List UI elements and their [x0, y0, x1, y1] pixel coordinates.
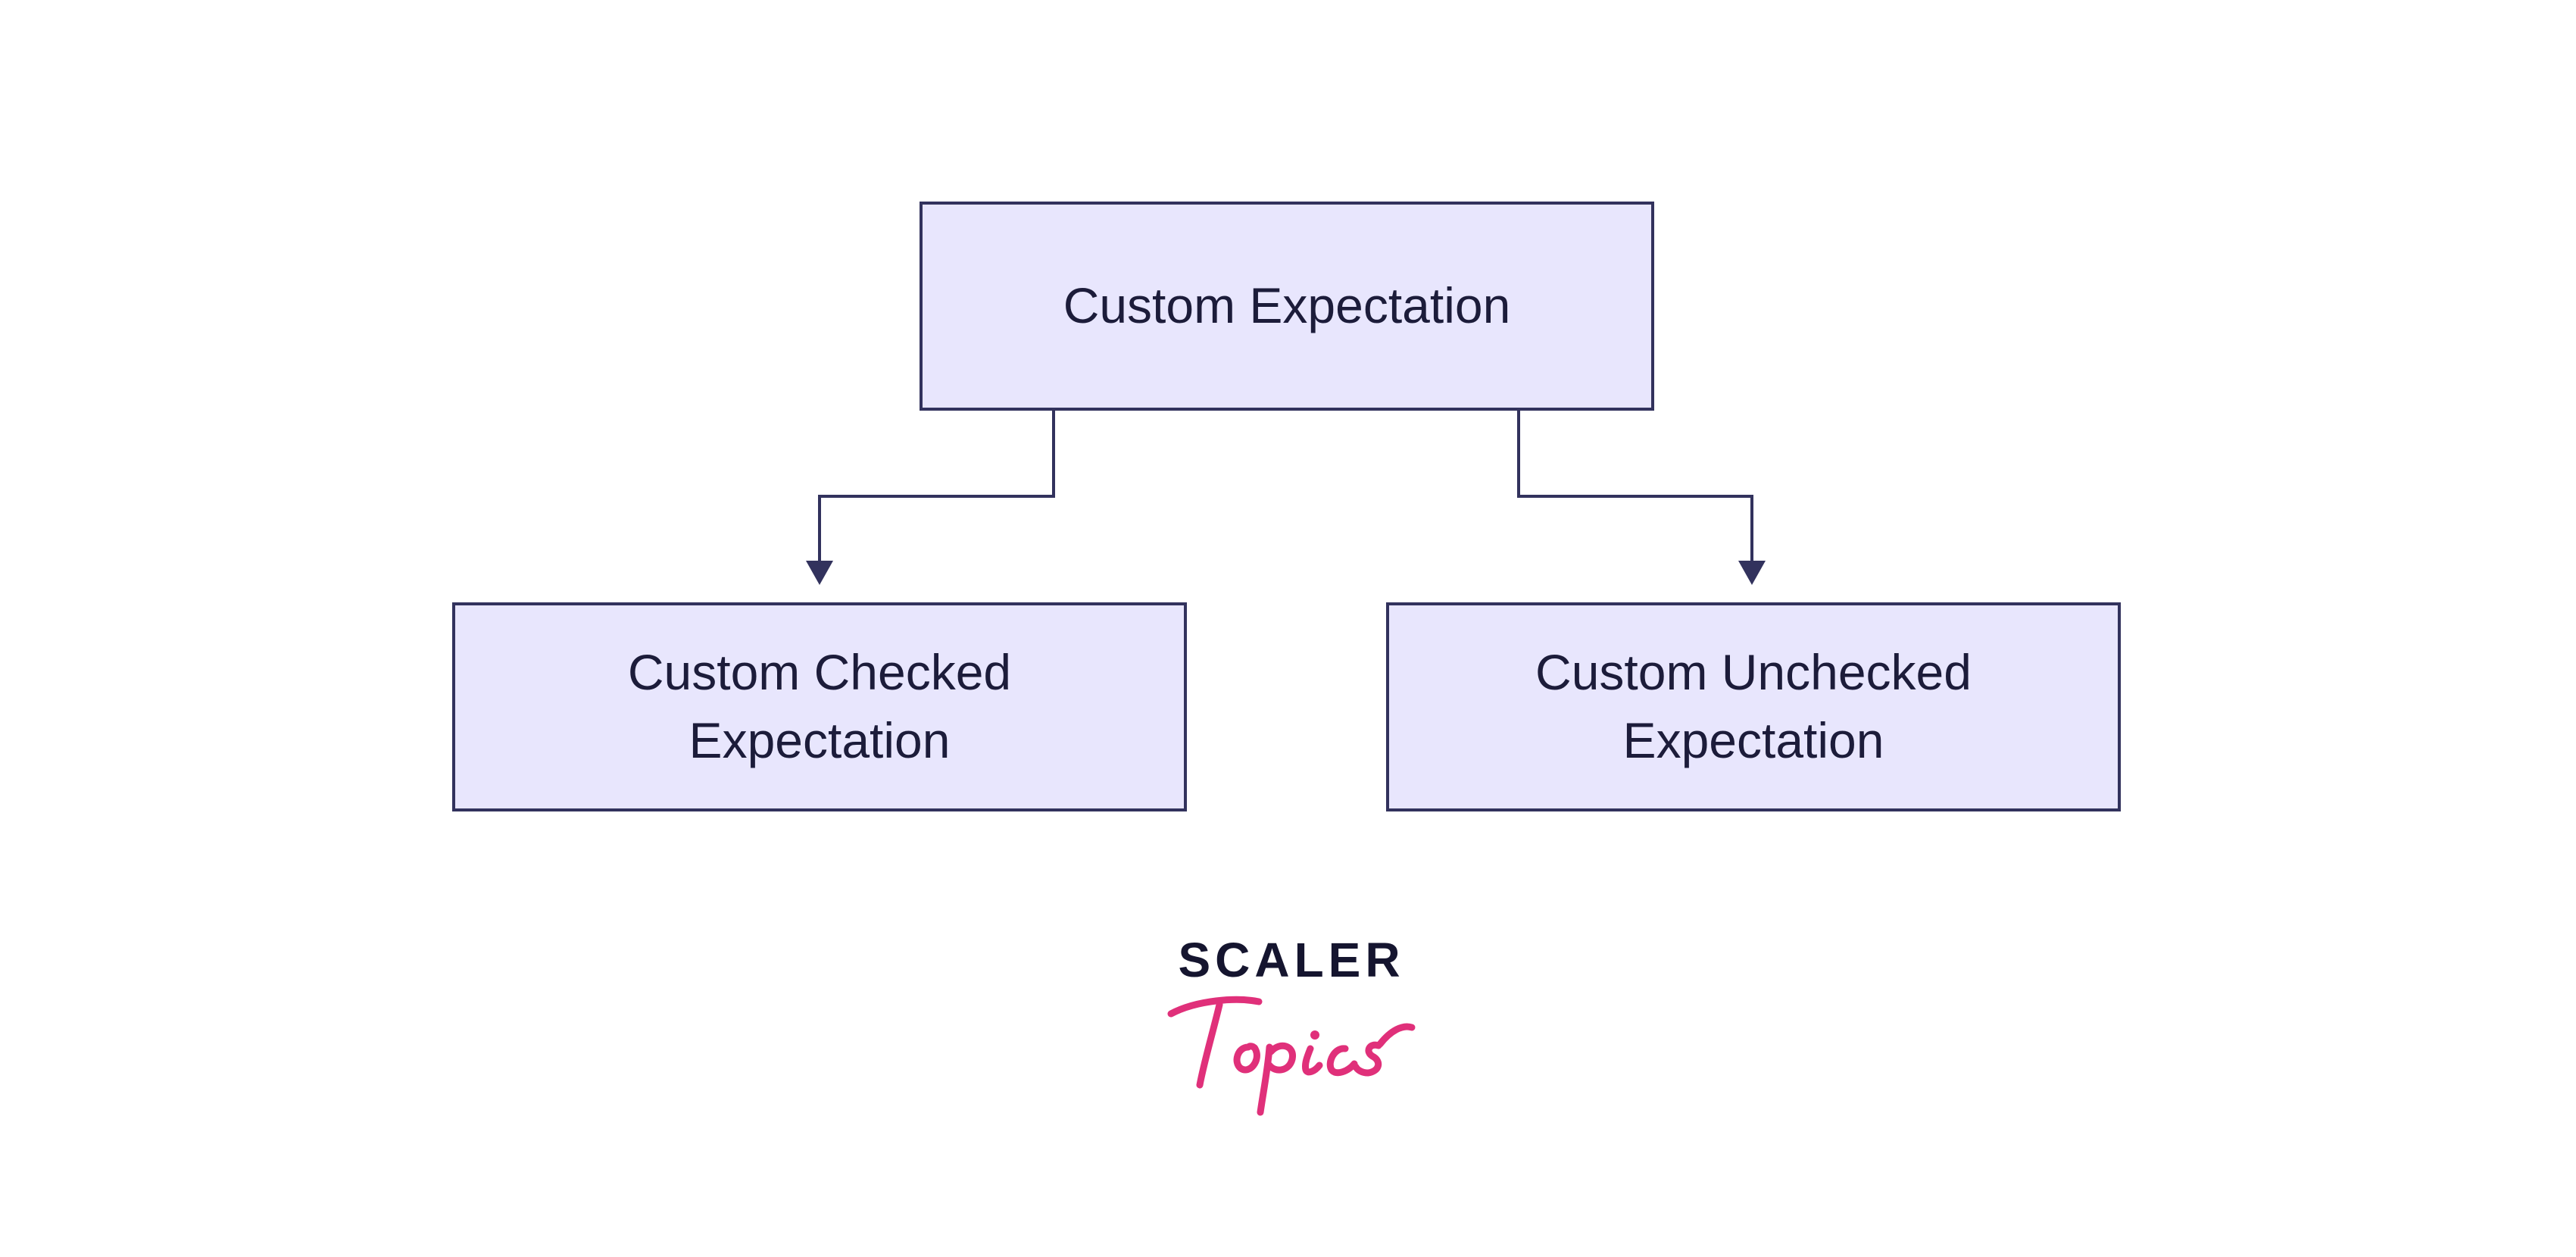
arrowhead-right: [1738, 561, 1766, 585]
logo-script-topics: [1167, 996, 1416, 1116]
scaler-topics-logo: SCALER: [1166, 932, 1416, 1129]
node-label: Custom Unchecked Expectation: [1535, 644, 1972, 768]
node-custom-unchecked-expectation: Custom Unchecked Expectation: [1386, 602, 2121, 811]
connector-root-to-left: [818, 408, 1055, 561]
logo-wordmark: SCALER: [1178, 933, 1405, 987]
arrowhead-left: [806, 561, 833, 585]
node-custom-checked-expectation: Custom Checked Expectation: [452, 602, 1187, 811]
node-label: Custom Checked Expectation: [627, 644, 1012, 768]
node-custom-expectation: Custom Expectation: [920, 202, 1654, 411]
node-label: Custom Expectation: [1063, 277, 1511, 334]
connector-root-to-right: [1517, 408, 1753, 561]
